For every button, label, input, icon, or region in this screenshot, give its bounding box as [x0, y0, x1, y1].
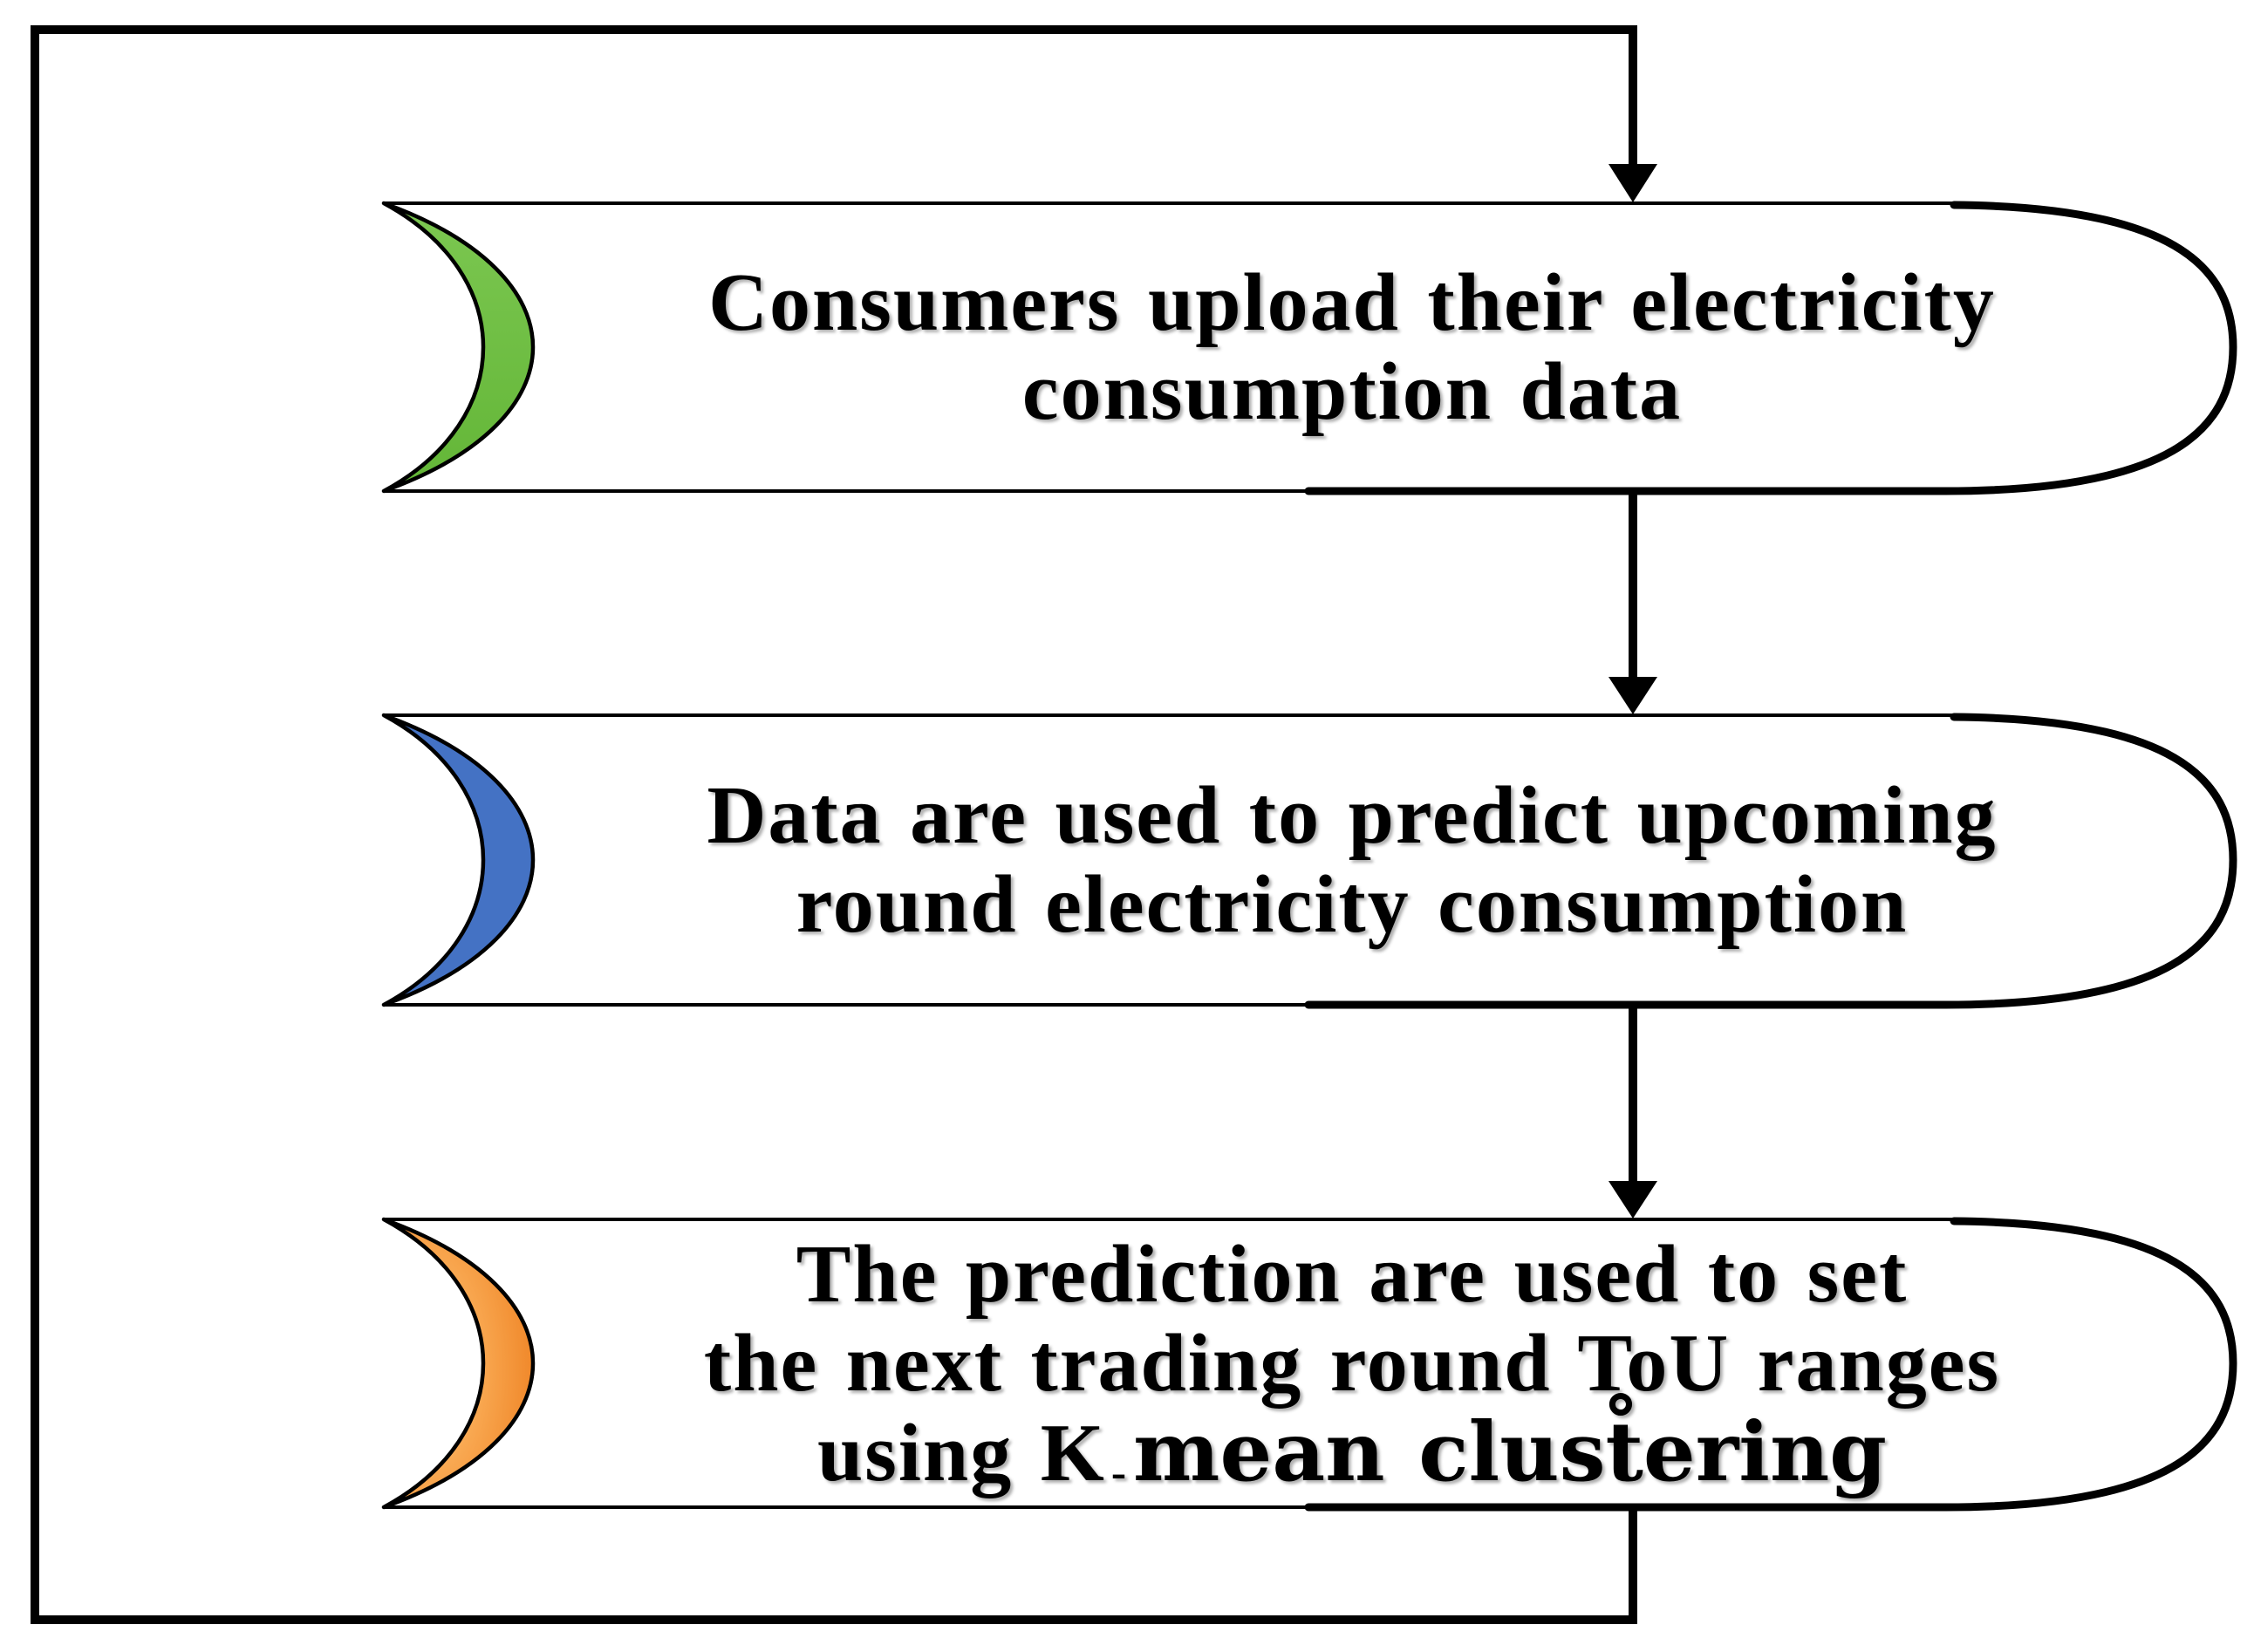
box-predict-line1: Data are used to predict upcoming [707, 770, 1998, 861]
orange-crescent-icon [381, 1217, 536, 1510]
arrowhead-into-box3 [1609, 1181, 1657, 1219]
box-upload-line2: consumption data [1021, 346, 1683, 437]
box-predict-label: Data are used to predict upcoming round … [532, 771, 2172, 949]
box-upload-label: Consumers upload their electricity consu… [532, 258, 2172, 436]
arrowhead-into-box1 [1609, 164, 1657, 202]
arrowhead-into-box2 [1609, 677, 1657, 714]
feedback-loop-line [31, 25, 1637, 1624]
box-cluster-line3: using K-mean clust̊ering [532, 1408, 2172, 1518]
box-predict-accent-edge [1304, 713, 2237, 1009]
box-cluster-line3-mean-clustering: mean clust̊ering [1133, 1404, 1888, 1500]
box-cluster-label: The prediction are used to set the next … [532, 1230, 2172, 1518]
box-cluster-line1: The prediction are used to set [796, 1229, 1909, 1320]
box-cluster-line3-using-k: using K [816, 1408, 1106, 1498]
box-cluster-line3-hyphen: - [1110, 1448, 1129, 1498]
box-cluster-accent-edge [1304, 1217, 2237, 1512]
box-cluster-line2: the next trading round ToU ranges [703, 1318, 2001, 1409]
blue-crescent-icon [381, 713, 536, 1007]
box-upload-line1: Consumers upload their electricity [708, 257, 1996, 348]
box-predict-line2: round electricity consumption [796, 859, 1909, 950]
green-crescent-icon [381, 201, 536, 494]
box-upload-accent-edge [1304, 201, 2237, 495]
